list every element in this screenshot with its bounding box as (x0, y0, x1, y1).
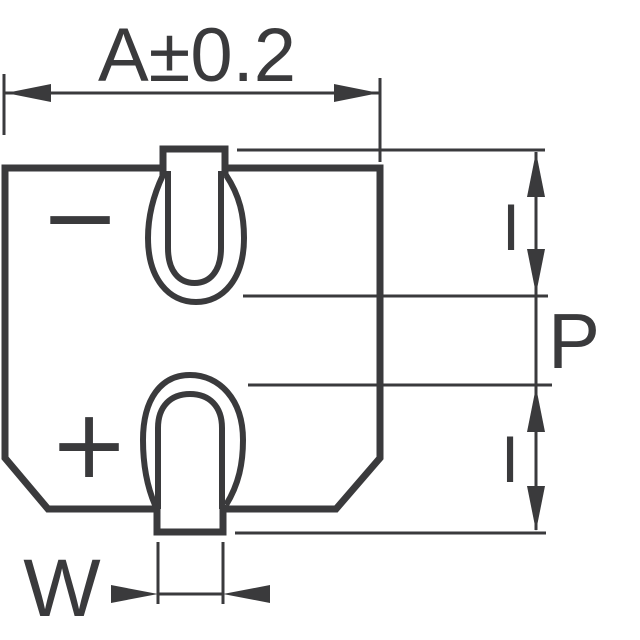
bottom-lead-inner-u (155, 390, 225, 509)
bottom-terminal-tab (153, 505, 227, 536)
i-top-arrow-up-icon (527, 152, 545, 197)
i-top-arrow-down-icon (527, 249, 545, 294)
component-outline-group (1, 145, 384, 536)
top-lead-inner-u (165, 171, 224, 287)
a-arrow-left-icon (6, 84, 51, 102)
top-terminal-tab (159, 145, 229, 176)
w-arrow-left-icon (111, 585, 158, 603)
top-pad-teardrop (144, 173, 248, 306)
i-bottom-dimension-label: I (501, 422, 519, 496)
p-dimension-label: P (548, 297, 600, 385)
negative-polarity-mark: − (40, 163, 120, 273)
positive-polarity-mark: + (49, 390, 129, 500)
a-dimension-label: A±0.2 (98, 13, 296, 98)
w-arrow-right-icon (223, 585, 270, 603)
bottom-pad-teardrop (139, 371, 247, 507)
a-arrow-right-icon (334, 84, 379, 102)
labels-group: A±0.2 I P I W − + (23, 13, 600, 634)
arrowheads-group (6, 84, 545, 603)
i-bottom-arrow-up-icon (527, 387, 545, 432)
w-dimension-label: W (23, 543, 101, 634)
component-body-outline (1, 164, 384, 513)
i-top-dimension-label: I (502, 190, 520, 264)
dimension-lines-group (2, 74, 552, 604)
i-bottom-arrow-down-icon (527, 486, 545, 531)
